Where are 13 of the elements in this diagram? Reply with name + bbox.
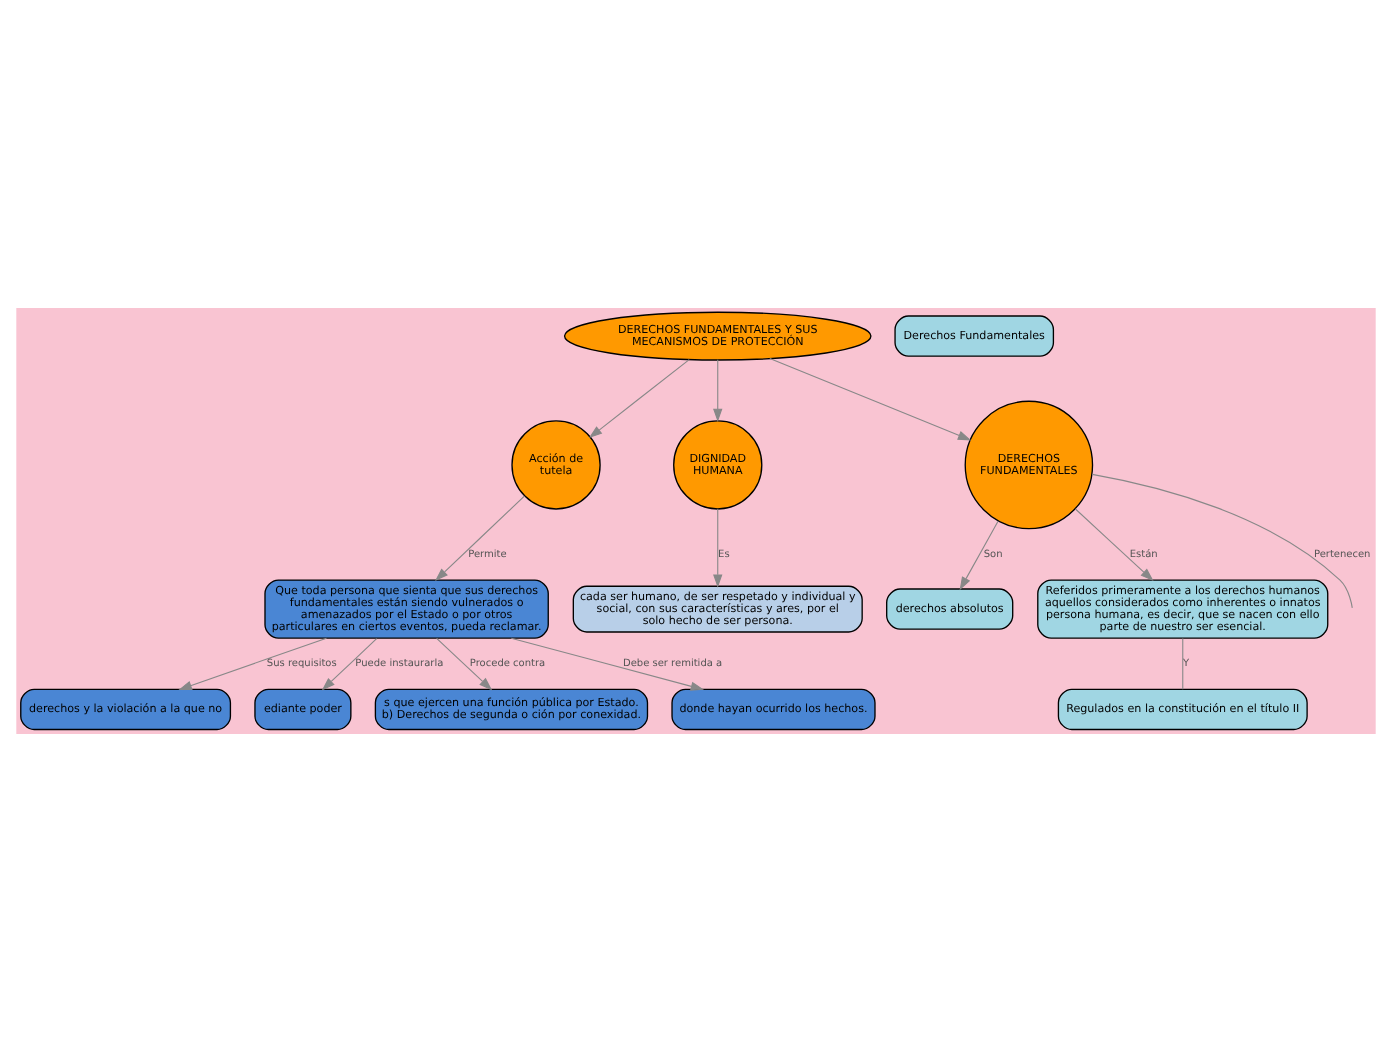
arrow <box>178 636 327 689</box>
arrow <box>959 519 999 590</box>
arrow <box>435 494 525 581</box>
arrow <box>436 636 493 690</box>
connector <box>1182 637 1184 689</box>
arrow <box>713 358 723 422</box>
arrow <box>769 356 972 440</box>
connector <box>1091 472 1353 608</box>
arrow <box>588 358 690 438</box>
arrow <box>1074 507 1154 581</box>
arrow <box>321 637 378 690</box>
arrow <box>510 636 705 690</box>
arrow <box>713 507 723 587</box>
